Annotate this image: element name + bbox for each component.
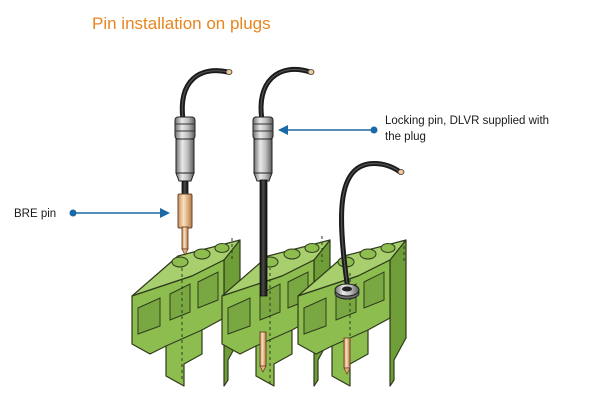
bre-pin-label: BRE pin [14, 208, 56, 220]
page-title: Pin installation on plugs [92, 14, 271, 33]
callout-locking-pin: Locking pin, DLVR supplied with the plug [278, 115, 549, 143]
bre-pin [177, 193, 193, 256]
cable-right [338, 161, 405, 293]
seated-connector-right [334, 283, 360, 375]
locking-pin-label-line1: Locking pin, DLVR supplied with [385, 115, 549, 127]
inserted-cable-middle [259, 179, 268, 373]
locking-pin-label-line2: the plug [385, 131, 426, 143]
locking-pin-connector-middle [252, 116, 274, 182]
connector-housing-left [174, 116, 196, 196]
arrow-head-icon [160, 208, 170, 218]
cable-left [179, 68, 233, 123]
callout-bre-pin: BRE pin [14, 208, 170, 220]
cable-middle [258, 66, 315, 123]
arrow-head-icon [278, 125, 288, 135]
